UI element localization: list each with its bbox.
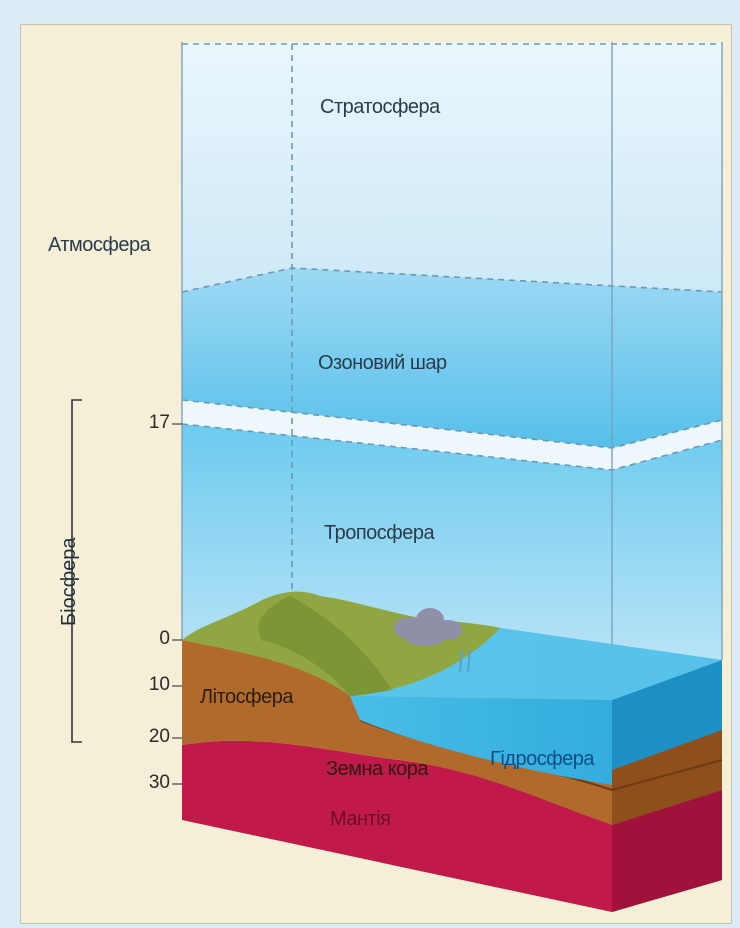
mantle-side — [612, 790, 722, 912]
stratosphere-layer — [182, 42, 722, 292]
earth-crust-label: Земна кора — [326, 758, 429, 780]
box-solid-edges — [181, 42, 723, 660]
scale-tick-20: 20 — [148, 726, 170, 747]
ozone-gap-band — [182, 400, 722, 470]
mantle-label: Мантія — [330, 808, 391, 830]
scale-tick-0: 0 — [159, 628, 170, 649]
scale-tick-marks — [172, 423, 182, 785]
troposphere-label: Тропосфера — [324, 522, 435, 544]
ozone-layer — [182, 268, 722, 448]
cloud-icon — [394, 608, 462, 646]
scale-tick-17: 17 — [148, 412, 170, 433]
hill-shade — [258, 596, 392, 696]
stratosphere-label: Стратосфера — [320, 96, 440, 118]
hydrosphere-side — [612, 660, 722, 770]
rain-icon — [459, 649, 471, 673]
hydrosphere-top — [350, 628, 722, 700]
mantle-layer — [182, 740, 722, 912]
scale-tick-30: 30 — [148, 772, 170, 793]
ozone-layer-label: Озоновий шар — [318, 352, 447, 374]
lithosphere-label: Літосфера — [200, 686, 293, 708]
biosphere-bracket — [71, 399, 82, 743]
biosphere-label: Біосфера — [58, 537, 80, 626]
atmosphere-label: Атмосфера — [48, 234, 151, 256]
hydrosphere-label: Гідросфера — [490, 748, 595, 770]
scale-tick-10: 10 — [148, 674, 170, 695]
